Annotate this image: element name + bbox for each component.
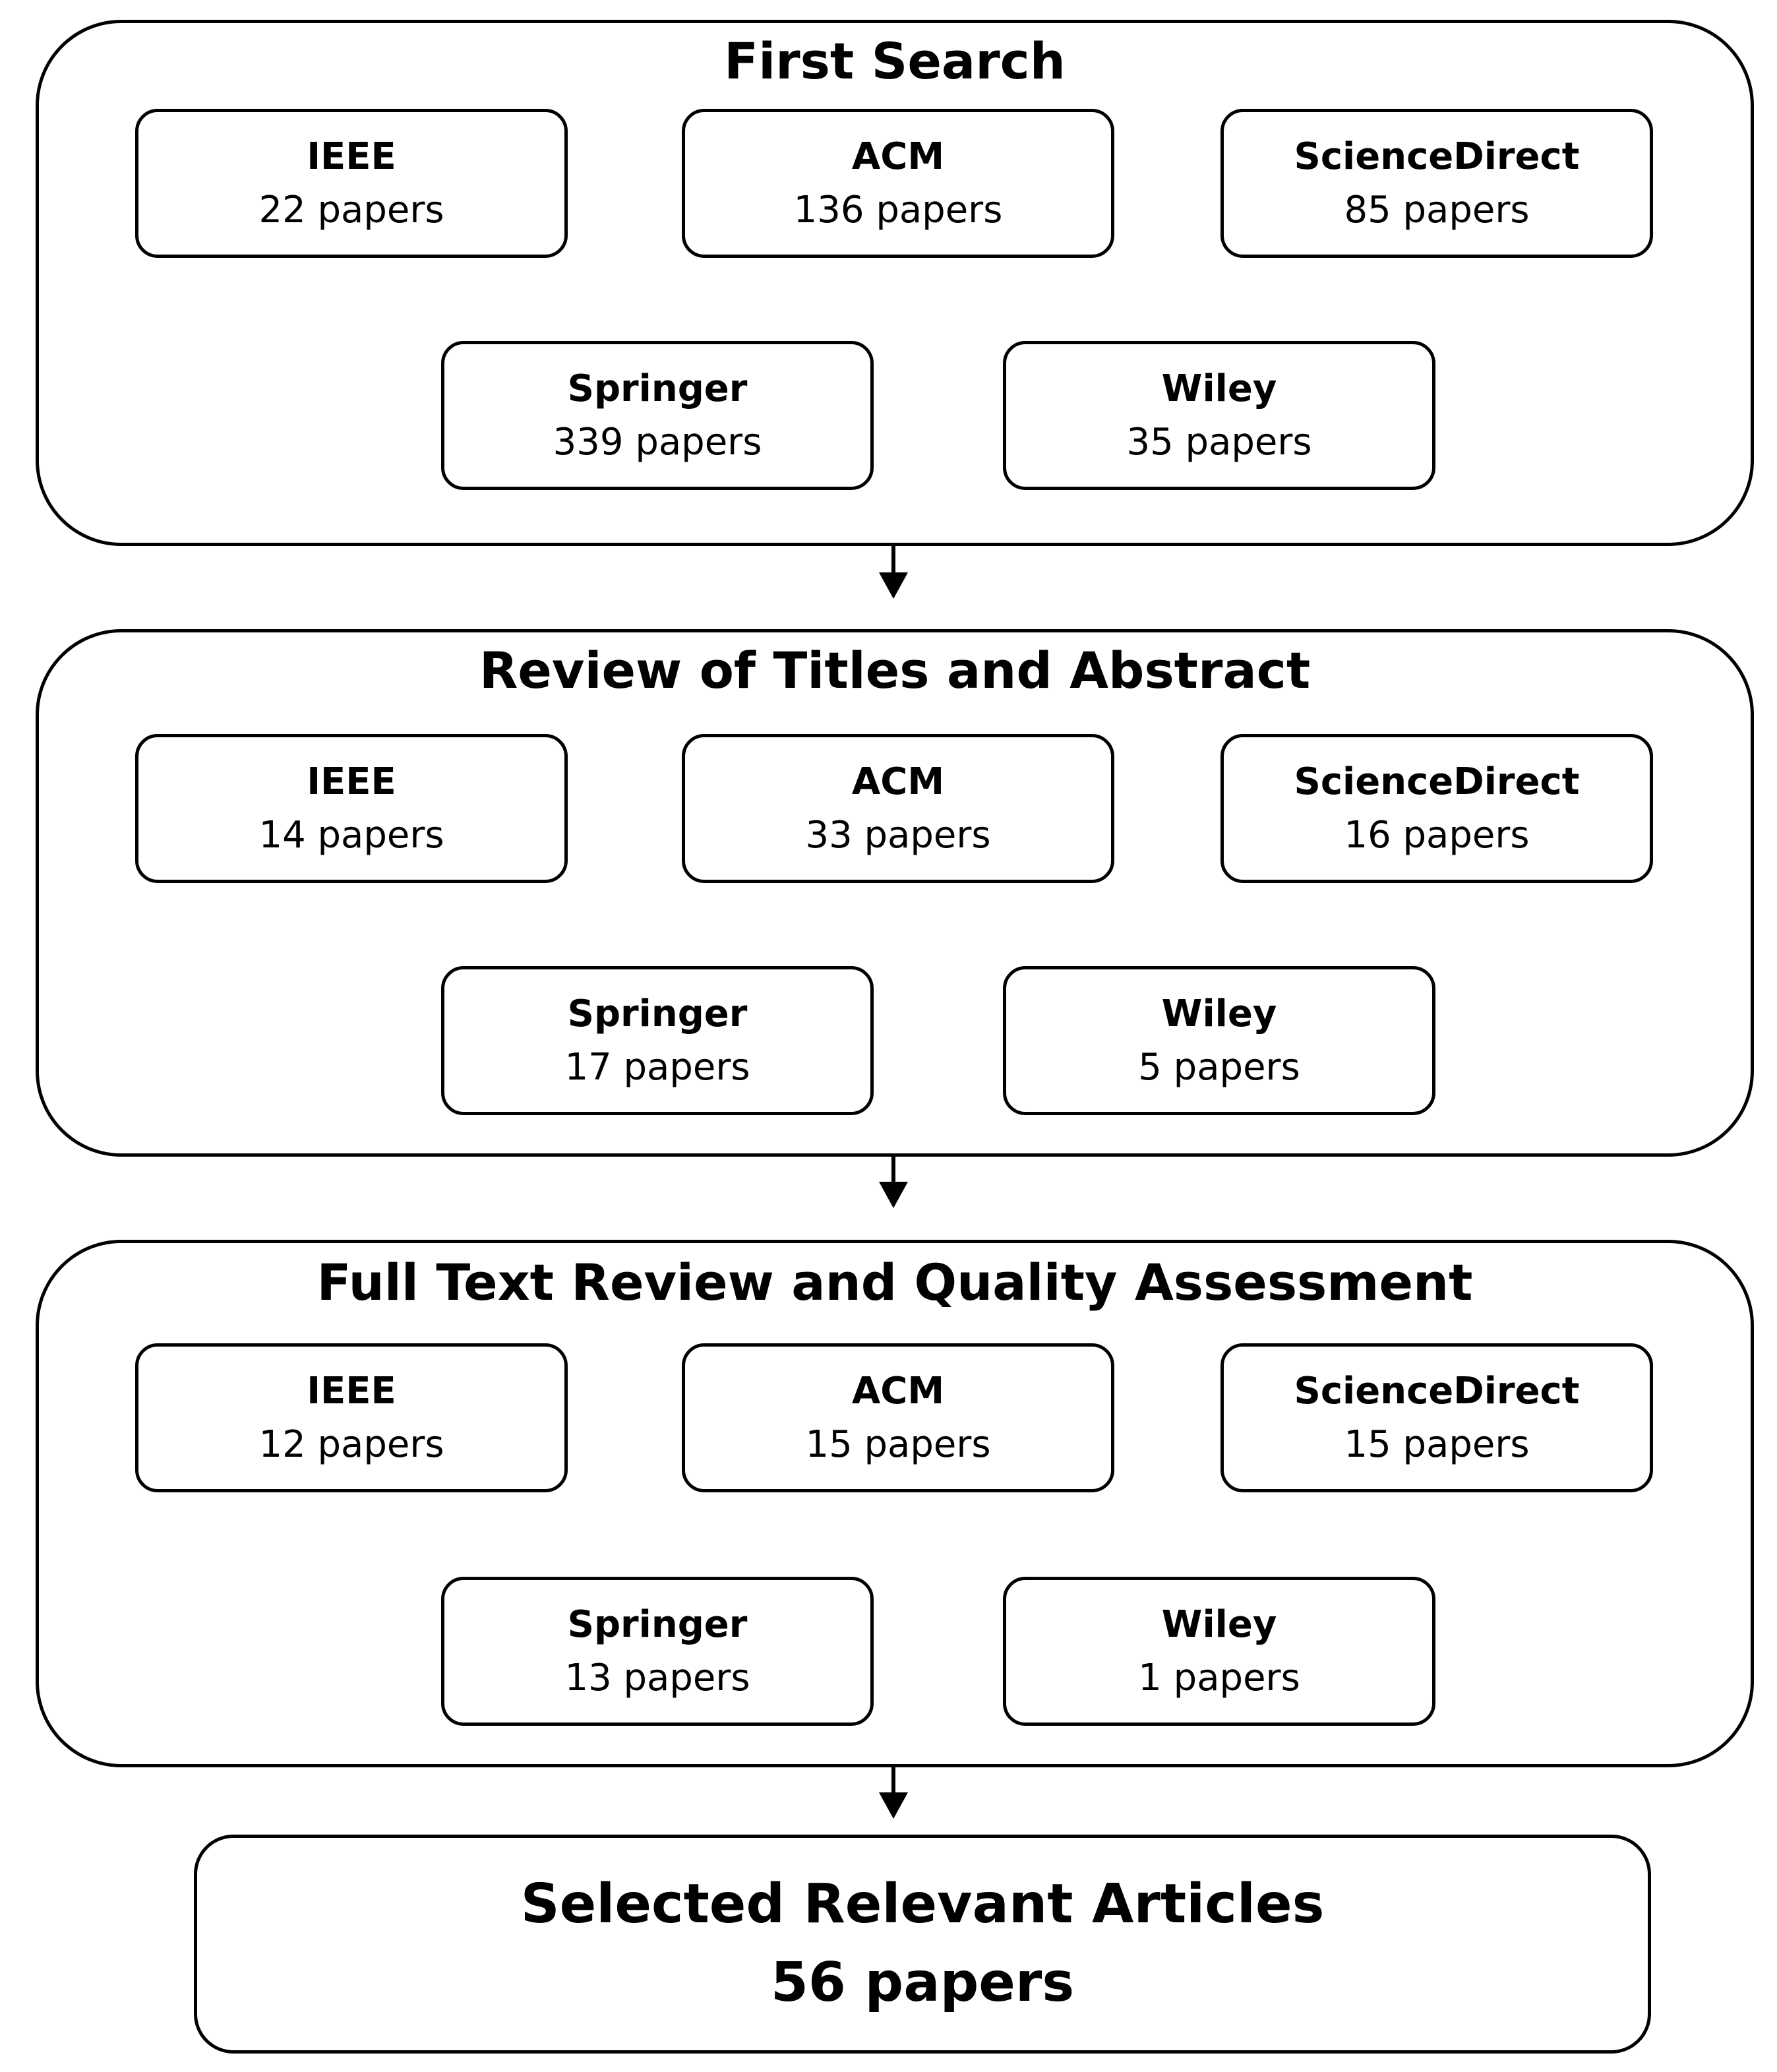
final-title: Selected Relevant Articles: [520, 1873, 1325, 1936]
source-box-springer: Springer 13 papers: [441, 1577, 874, 1726]
source-box-springer: Springer 17 papers: [441, 966, 874, 1115]
source-count: 33 papers: [805, 814, 991, 857]
source-name: ACM: [851, 760, 945, 803]
source-name: ScienceDirect: [1294, 135, 1580, 178]
source-name: Wiley: [1161, 992, 1277, 1035]
source-name: IEEE: [307, 1369, 396, 1413]
source-box-sciencedirect: ScienceDirect 15 papers: [1220, 1343, 1653, 1492]
source-box-ieee: IEEE 14 papers: [135, 734, 568, 883]
source-name: IEEE: [307, 760, 396, 803]
source-name: ScienceDirect: [1294, 1369, 1580, 1413]
source-count: 85 papers: [1344, 189, 1530, 231]
source-count: 17 papers: [564, 1046, 750, 1089]
source-count: 15 papers: [805, 1423, 991, 1466]
final-selected-articles-box: Selected Relevant Articles 56 papers: [194, 1835, 1651, 2054]
source-box-acm: ACM 136 papers: [682, 109, 1114, 258]
source-name: Springer: [567, 1602, 748, 1646]
source-box-ieee: IEEE 22 papers: [135, 109, 568, 258]
source-box-ieee: IEEE 12 papers: [135, 1343, 568, 1492]
source-box-springer: Springer 339 papers: [441, 341, 874, 490]
flow-arrow-shaft: [891, 1157, 895, 1184]
flow-arrow-shaft: [891, 546, 895, 575]
source-box-sciencedirect: ScienceDirect 85 papers: [1220, 109, 1653, 258]
source-count: 339 papers: [553, 421, 762, 464]
source-count: 13 papers: [564, 1657, 750, 1699]
final-count: 56 papers: [770, 1951, 1075, 2014]
flow-arrow-shaft: [891, 1767, 895, 1795]
source-count: 16 papers: [1344, 814, 1530, 857]
source-count: 15 papers: [1344, 1423, 1530, 1466]
flow-arrow-head: [879, 1792, 908, 1819]
stage-full-text-review: Full Text Review and Quality Assessment …: [36, 1240, 1754, 1767]
source-count: 5 papers: [1138, 1046, 1300, 1089]
stage-title: Review of Titles and Abstract: [479, 641, 1311, 700]
source-name: ACM: [851, 135, 945, 178]
stage-first-search: First Search IEEE 22 papers ACM 136 pape…: [36, 20, 1754, 546]
source-count: 136 papers: [793, 189, 1003, 231]
source-box-acm: ACM 33 papers: [682, 734, 1114, 883]
source-count: 35 papers: [1126, 421, 1312, 464]
source-name: IEEE: [307, 135, 396, 178]
source-box-wiley: Wiley 1 papers: [1003, 1577, 1435, 1726]
stage-title: Full Text Review and Quality Assessment: [316, 1253, 1473, 1312]
source-name: ACM: [851, 1369, 945, 1413]
source-box-wiley: Wiley 35 papers: [1003, 341, 1435, 490]
source-name: Wiley: [1161, 1602, 1277, 1646]
stage-review-titles-abstract: Review of Titles and Abstract IEEE 14 pa…: [36, 629, 1754, 1157]
source-box-sciencedirect: ScienceDirect 16 papers: [1220, 734, 1653, 883]
source-count: 1 papers: [1138, 1657, 1300, 1699]
source-count: 14 papers: [258, 814, 444, 857]
source-name: Springer: [567, 367, 748, 410]
source-name: Wiley: [1161, 367, 1277, 410]
source-name: Springer: [567, 992, 748, 1035]
flow-arrow-head: [879, 1182, 908, 1208]
source-box-wiley: Wiley 5 papers: [1003, 966, 1435, 1115]
stage-title: First Search: [724, 32, 1066, 90]
flow-arrow-head: [879, 572, 908, 599]
source-count: 22 papers: [258, 189, 444, 231]
source-count: 12 papers: [258, 1423, 444, 1466]
source-box-acm: ACM 15 papers: [682, 1343, 1114, 1492]
source-name: ScienceDirect: [1294, 760, 1580, 803]
